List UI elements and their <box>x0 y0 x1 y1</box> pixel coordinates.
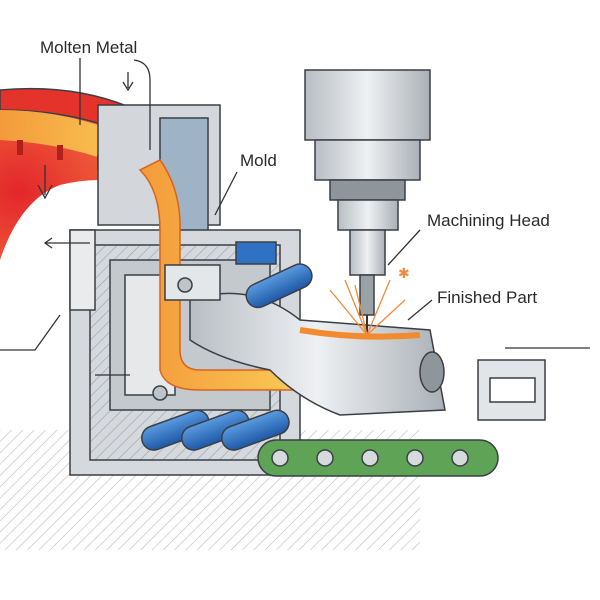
incoming-part <box>477 347 590 421</box>
svg-text:✱: ✱ <box>398 267 410 282</box>
rollers <box>141 241 313 451</box>
flow-arrows <box>0 59 151 376</box>
label-finished-part: Finished Part <box>437 288 537 307</box>
label-mold: Mold <box>240 151 277 170</box>
label-machining-head: Machining Head <box>427 211 550 230</box>
conveyor <box>257 439 499 477</box>
label-molten-metal: Molten Metal <box>40 38 137 57</box>
leader-lines <box>79 58 433 321</box>
machining-head: ✱ <box>304 69 431 336</box>
